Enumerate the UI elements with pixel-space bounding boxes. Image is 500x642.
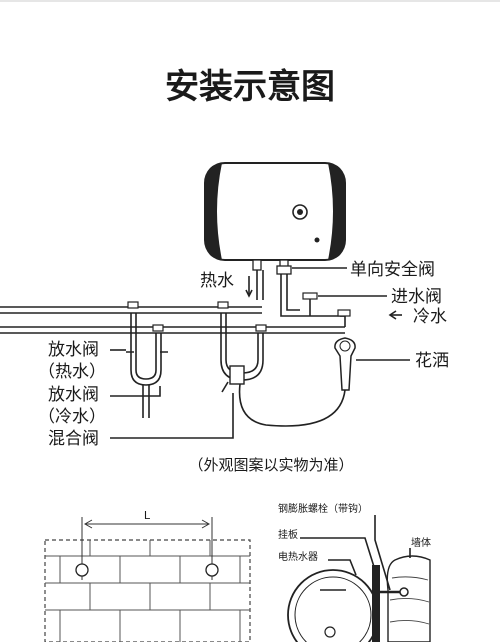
label-drain-cold-sub: （冷水） (38, 407, 106, 427)
label-check-valve: 单向安全阀 (350, 260, 435, 280)
label-cold-water: 冷水 (413, 307, 447, 327)
caption: （外观图案以实物为准） (188, 456, 353, 474)
label-shower: 花洒 (415, 351, 449, 371)
label-wall: 墙体 (411, 536, 431, 549)
label-heater: 电热水器 (278, 550, 318, 563)
label-inlet-valve: 进水阀 (391, 287, 442, 307)
page-title: 安装示意图 (165, 67, 335, 107)
mount-side-view (287, 515, 431, 642)
bolt-hole-right-icon (205, 563, 219, 577)
label-drain-hot: 放水阀 (48, 340, 99, 360)
indicator-light-icon (314, 237, 320, 243)
water-heater-tank (204, 162, 346, 275)
bolt-hole-left-icon (75, 563, 89, 577)
wall-mounting-panel (44, 517, 251, 642)
label-drain-hot-sub: （热水） (38, 362, 106, 382)
shower-head-icon (334, 337, 356, 391)
label-drain-cold: 放水阀 (48, 385, 99, 405)
mixing-valve-icon (229, 365, 245, 385)
leader-lines (110, 267, 410, 439)
label-mixing-valve: 混合阀 (48, 429, 99, 449)
label-plate: 挂板 (278, 528, 298, 541)
piping (0, 270, 351, 427)
dimension-label: L (144, 509, 151, 522)
label-bolt: 钢膨胀螺栓（带钩） (278, 502, 368, 515)
inlet-valve-icon (302, 292, 318, 300)
label-hot-water: 热水 (200, 271, 234, 291)
check-valve-icon (276, 265, 292, 275)
